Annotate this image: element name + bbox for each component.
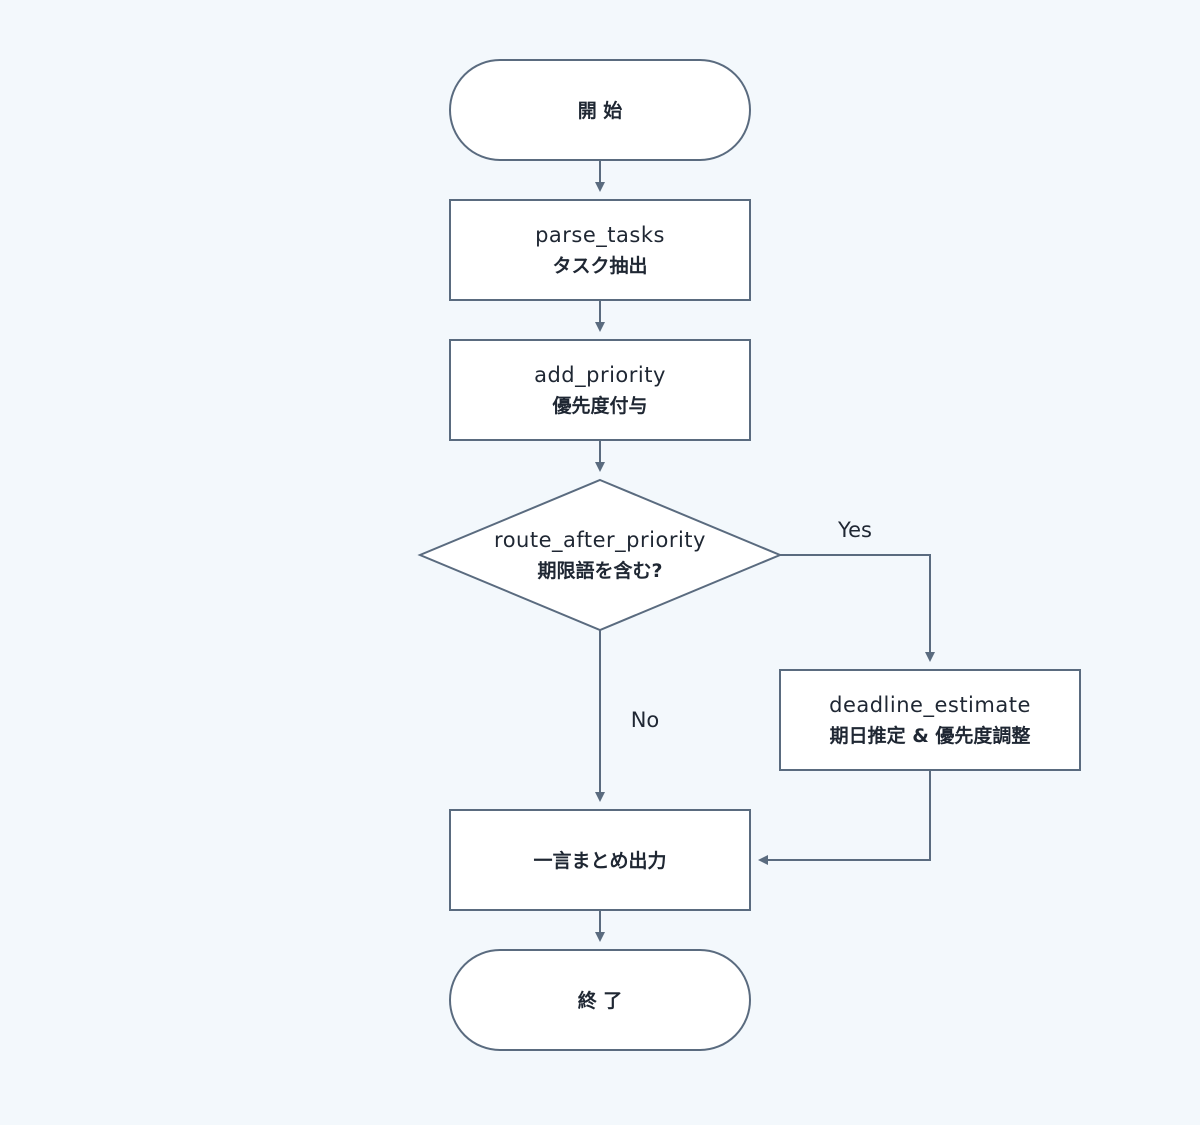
end-node: 終 了 — [449, 949, 751, 1051]
deadline-estimate-node: deadline_estimate 期日推定 & 優先度調整 — [779, 669, 1081, 771]
edges — [595, 160, 935, 942]
end-node-label: 終 了 — [578, 989, 623, 1012]
add-priority-node-name: add_priority — [534, 363, 666, 388]
end-node-shape — [449, 949, 751, 1051]
start-node-shape — [449, 59, 751, 161]
route-decision-node-shape — [417, 478, 783, 632]
edge-deadline-to-summary — [758, 770, 931, 865]
add-priority-node-shape — [449, 339, 751, 441]
add-priority-node: add_priority 優先度付与 — [449, 339, 751, 441]
summary-output-node-label: 一言まとめ出力 — [533, 849, 666, 872]
parse-tasks-node: parse_tasks タスク抽出 — [449, 199, 751, 301]
summary-output-node-shape — [449, 809, 751, 911]
start-node-label: 開 始 — [578, 99, 623, 122]
route-decision-node: route_after_priority 期限語を含む? — [417, 478, 783, 632]
parse-tasks-node-name: parse_tasks — [535, 223, 665, 248]
deadline-estimate-node-label: 期日推定 & 優先度調整 — [830, 724, 1031, 747]
route-decision-node-name: route_after_priority — [494, 528, 706, 553]
edge-route-yes — [780, 554, 935, 662]
parse-tasks-node-label: タスク抽出 — [552, 254, 647, 277]
route-decision-node-label: 期限語を含む? — [537, 559, 662, 582]
edge-label-yes: Yes — [837, 518, 872, 542]
deadline-estimate-node-shape — [779, 669, 1081, 771]
edge-label-no: No — [631, 708, 660, 732]
add-priority-node-label: 優先度付与 — [551, 394, 647, 417]
deadline-estimate-node-name: deadline_estimate — [829, 693, 1031, 718]
start-node: 開 始 — [449, 59, 751, 161]
summary-output-node: 一言まとめ出力 — [449, 809, 751, 911]
parse-tasks-node-shape — [449, 199, 751, 301]
